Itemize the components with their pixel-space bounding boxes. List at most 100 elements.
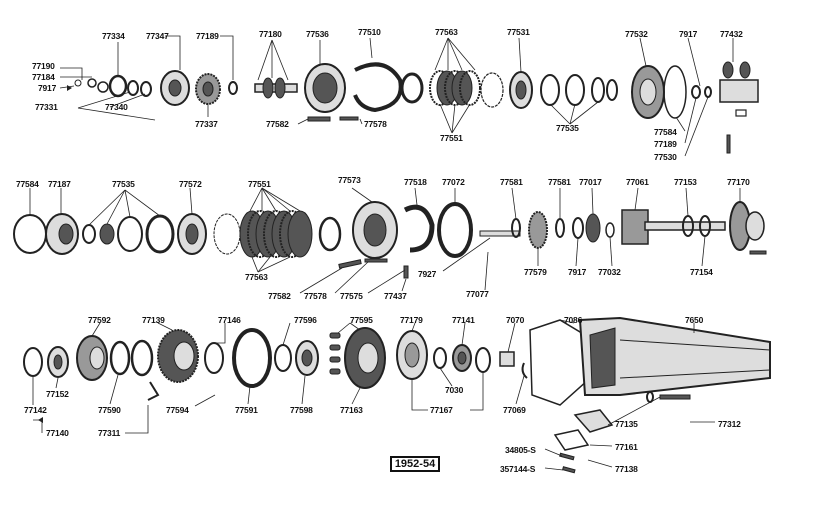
part-label: 77591 [235, 405, 258, 415]
part-label: 77532 [625, 29, 648, 39]
part-label: 77581 [548, 177, 571, 187]
part-drum-inner [363, 213, 387, 247]
part-label: 7917 [568, 267, 587, 277]
part-label: 77032 [598, 267, 621, 277]
part-gear [262, 77, 274, 99]
part-ring [606, 79, 618, 101]
part-ring [140, 81, 152, 97]
part-label: 77530 [654, 152, 677, 162]
part-label: 7650 [685, 315, 704, 325]
part-label: 77141 [452, 315, 475, 325]
part-label: 77572 [179, 179, 202, 189]
part-label: 77531 [507, 27, 530, 37]
arrow-marks [38, 85, 72, 423]
part-label: 77592 [88, 315, 111, 325]
part-label: 7086 [564, 315, 583, 325]
part-hub-inner [515, 80, 527, 100]
part-clutch-plate [459, 70, 481, 106]
part-governor [621, 209, 649, 245]
part-lever [147, 381, 160, 401]
part-label: 77595 [350, 315, 373, 325]
part-label: 77135 [615, 419, 638, 429]
part-label: 77551 [440, 133, 463, 143]
part-ring [400, 72, 424, 104]
part-label: 77510 [358, 27, 381, 37]
part-label: 77584 [654, 127, 677, 137]
part-ring [318, 216, 342, 252]
part-clutch-plate [451, 70, 473, 106]
part-band [403, 204, 435, 253]
part-screw [562, 466, 576, 474]
part-label: 77161 [615, 442, 638, 452]
part-label: 77139 [142, 315, 165, 325]
part-label: 77340 [105, 102, 128, 112]
part-label: 77180 [259, 29, 282, 39]
part-label: 77432 [720, 29, 743, 39]
part-bolt [749, 250, 767, 255]
part-label: 77563 [245, 272, 268, 282]
part-label: 77581 [500, 177, 523, 187]
part-label: 77142 [24, 405, 47, 415]
part-pin [307, 116, 331, 122]
row3-parts [23, 316, 771, 474]
part-ring [130, 339, 154, 377]
part-label: 77311 [98, 428, 121, 438]
part-ring [228, 81, 238, 95]
part-drum-inner [312, 72, 338, 104]
part-piston-inner [639, 78, 657, 106]
row2-leaders [29, 187, 741, 294]
part-band [232, 328, 272, 388]
part-label: 77334 [102, 31, 125, 41]
part-label: 77072 [442, 177, 465, 187]
part-label: 77563 [435, 27, 458, 37]
part-carrier-hub [185, 223, 199, 245]
part-label: 77573 [338, 175, 361, 185]
part-gear-hub [202, 81, 214, 97]
part-servo-body [719, 79, 759, 103]
part-label: 77347 [146, 31, 169, 41]
part-ring [663, 65, 687, 119]
part-label: 77575 [340, 291, 363, 301]
part-label: 77584 [16, 179, 39, 189]
part-label: 7927 [418, 269, 437, 279]
part-label: 77179 [400, 315, 423, 325]
part-label: 77189 [654, 139, 677, 149]
part-label: 77061 [626, 177, 649, 187]
part-label: 34805-S [505, 445, 536, 455]
part-label: 77518 [404, 177, 427, 187]
part-label: 77331 [35, 102, 58, 112]
part-label: 77170 [727, 177, 750, 187]
part-label: 77594 [166, 405, 189, 415]
part-band [353, 62, 403, 113]
part-label: 77337 [195, 119, 218, 129]
part-servo-cup [739, 61, 751, 79]
part-clip [735, 109, 747, 117]
part-gear [528, 211, 548, 249]
part-label: 77152 [46, 389, 69, 399]
part-label: 77312 [718, 419, 741, 429]
part-label: 77077 [466, 289, 489, 299]
part-label: 357144-S [500, 464, 536, 474]
part-ring [127, 80, 139, 96]
row3-leaders [32, 319, 715, 471]
part-label: 77582 [266, 119, 289, 129]
part-ring [99, 223, 115, 245]
part-gear [585, 213, 601, 243]
part-label: 77138 [615, 464, 638, 474]
part-pin [339, 116, 359, 121]
part-cover-plate [573, 409, 614, 433]
part-label: 7030 [445, 385, 464, 395]
part-screw [559, 452, 575, 461]
part-plate-hub [58, 223, 74, 245]
part-label: 77190 [32, 61, 55, 71]
part-extension-case [578, 316, 771, 396]
part-label: 77069 [503, 405, 526, 415]
part-label: 77184 [32, 72, 55, 82]
row1-leaders [59, 35, 734, 157]
part-label: 7917 [679, 29, 698, 39]
part-shaft [644, 221, 726, 231]
part-label: 77153 [674, 177, 697, 187]
part-label: 77598 [290, 405, 313, 415]
part-label: 7070 [506, 315, 525, 325]
